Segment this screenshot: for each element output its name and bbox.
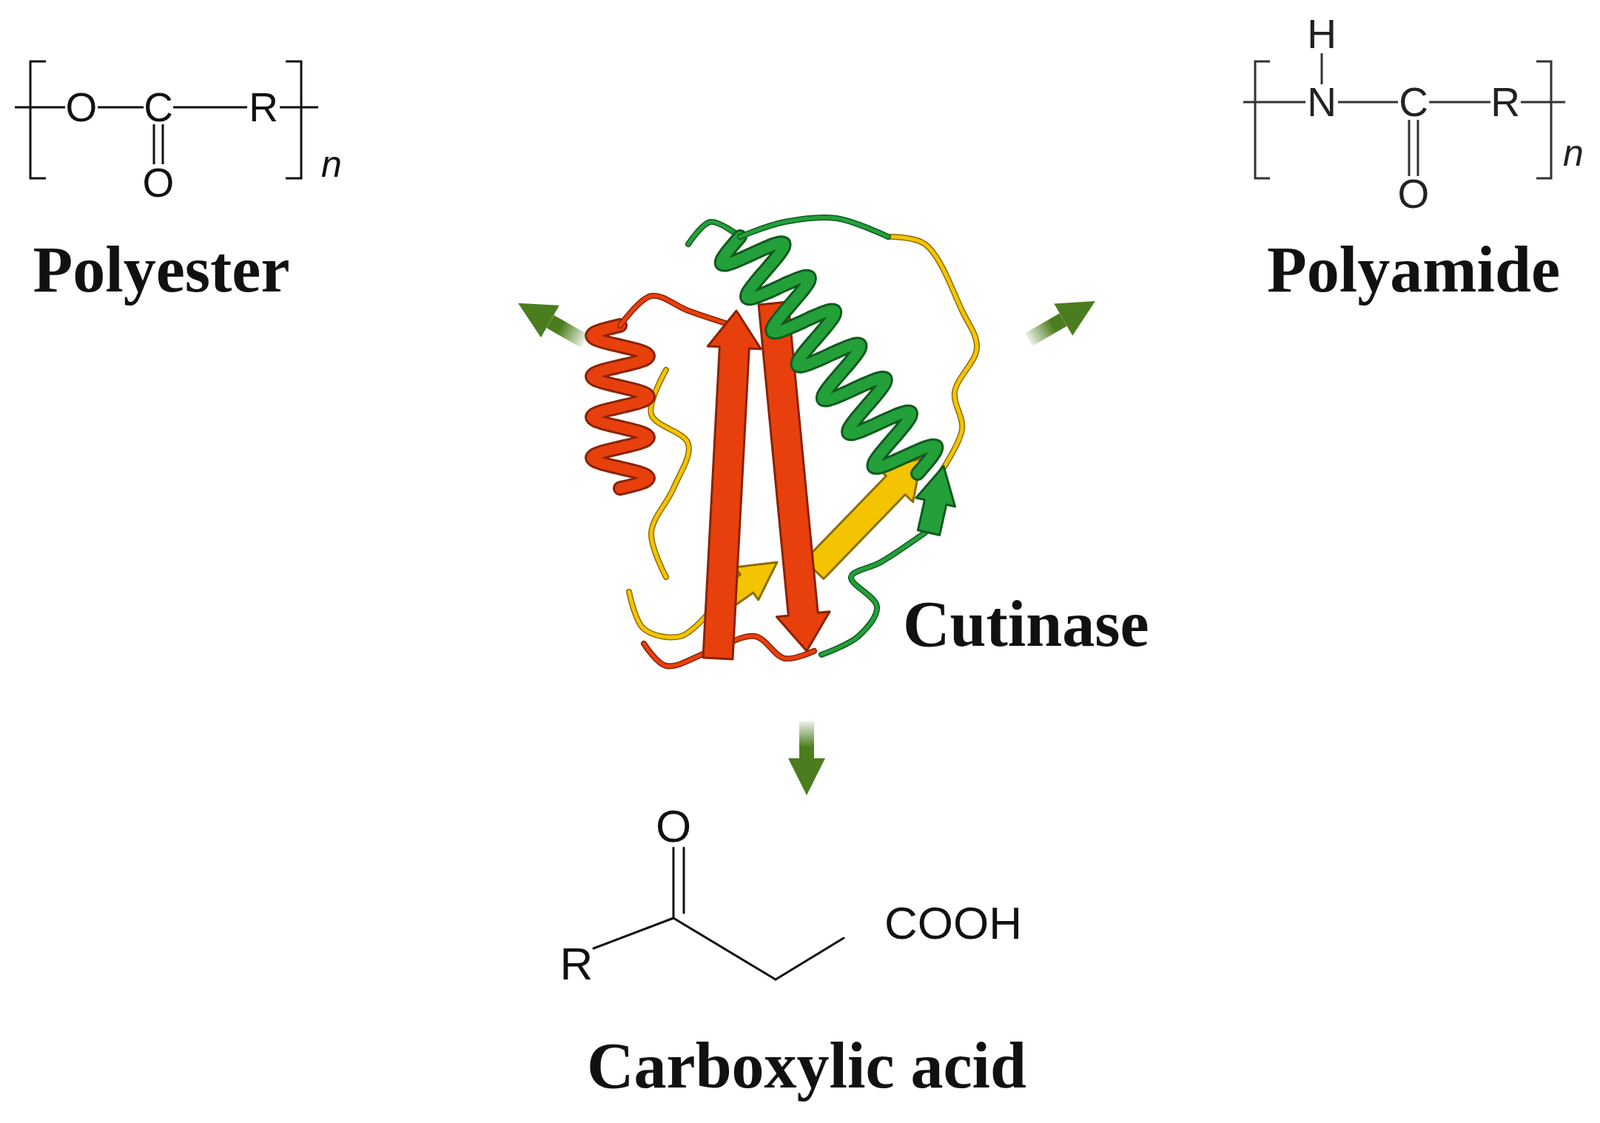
bracket bbox=[1536, 61, 1552, 179]
loop-outline bbox=[740, 217, 889, 237]
bracket bbox=[30, 61, 46, 179]
node-label: Carboxylic acid bbox=[518, 1030, 1096, 1103]
bond-line bbox=[673, 918, 776, 980]
node-label: Polyester bbox=[0, 234, 323, 307]
double-bond-line bbox=[1417, 119, 1420, 177]
helix-ribbon bbox=[592, 325, 649, 489]
loop-outline bbox=[629, 592, 715, 638]
loop-outline bbox=[888, 236, 977, 474]
bond-line bbox=[1338, 101, 1398, 104]
helix-ribbon bbox=[721, 236, 937, 474]
reaction-arrow bbox=[1028, 319, 1064, 340]
bond-line bbox=[1243, 101, 1306, 104]
loop bbox=[620, 296, 733, 326]
atom-symbol: n bbox=[1562, 134, 1584, 172]
bond-line bbox=[14, 106, 66, 109]
bond-line bbox=[1320, 53, 1324, 85]
bracket bbox=[285, 61, 302, 179]
atom-symbol: R bbox=[560, 941, 594, 988]
product-node: Carboxylic acid bbox=[518, 795, 1096, 1122]
atom-symbol: n bbox=[321, 145, 342, 183]
enzyme-node: Cutinase bbox=[584, 214, 1029, 722]
polymer-node: Polyester bbox=[0, 0, 519, 311]
bond-line bbox=[672, 848, 675, 919]
bond-line bbox=[1520, 101, 1566, 104]
polyester-bonds bbox=[14, 61, 319, 179]
atom-symbol: COOH bbox=[884, 900, 1023, 947]
bond-line bbox=[97, 106, 144, 109]
beta-strand bbox=[804, 458, 922, 580]
reaction-arrow bbox=[549, 321, 585, 342]
atom-symbol: O bbox=[65, 87, 98, 129]
node-label: Polyamide bbox=[1228, 234, 1599, 307]
loop-outline bbox=[620, 296, 733, 326]
loop bbox=[650, 370, 689, 578]
bond-line bbox=[279, 106, 319, 109]
double-bond-line bbox=[153, 124, 156, 165]
loop-outline bbox=[650, 370, 689, 578]
polyamide-bonds bbox=[1243, 53, 1566, 179]
reaction-arrow bbox=[799, 721, 815, 759]
bond-line bbox=[1429, 101, 1491, 104]
helix-outline bbox=[721, 236, 937, 474]
carboxylic-bonds bbox=[593, 848, 844, 980]
bracket bbox=[1255, 61, 1270, 179]
node-label: Cutinase bbox=[902, 589, 1150, 661]
double-bond-line bbox=[683, 848, 686, 914]
loop bbox=[629, 592, 715, 638]
loop bbox=[888, 236, 977, 474]
atom-symbol: H bbox=[1306, 14, 1337, 55]
loop bbox=[740, 217, 889, 237]
polymer-node: Polyamide bbox=[1095, 0, 1600, 311]
double-bond-line bbox=[1408, 119, 1411, 177]
atom-symbol: R bbox=[248, 87, 279, 129]
beta-strand bbox=[703, 310, 761, 660]
bond-line bbox=[173, 106, 248, 109]
beta-strand bbox=[916, 466, 956, 536]
atom-symbol: O bbox=[142, 162, 175, 204]
atom-symbol: C bbox=[1398, 82, 1429, 123]
double-bond-line bbox=[162, 124, 165, 165]
atom-symbol: N bbox=[1306, 82, 1337, 123]
helix-outline bbox=[592, 325, 649, 489]
bond-line bbox=[593, 918, 674, 949]
atom-symbol: C bbox=[143, 87, 174, 129]
atom-symbol: O bbox=[655, 803, 692, 850]
atom-symbol: O bbox=[1397, 173, 1430, 215]
atom-symbol: R bbox=[1490, 82, 1521, 123]
bond-line bbox=[775, 938, 844, 980]
